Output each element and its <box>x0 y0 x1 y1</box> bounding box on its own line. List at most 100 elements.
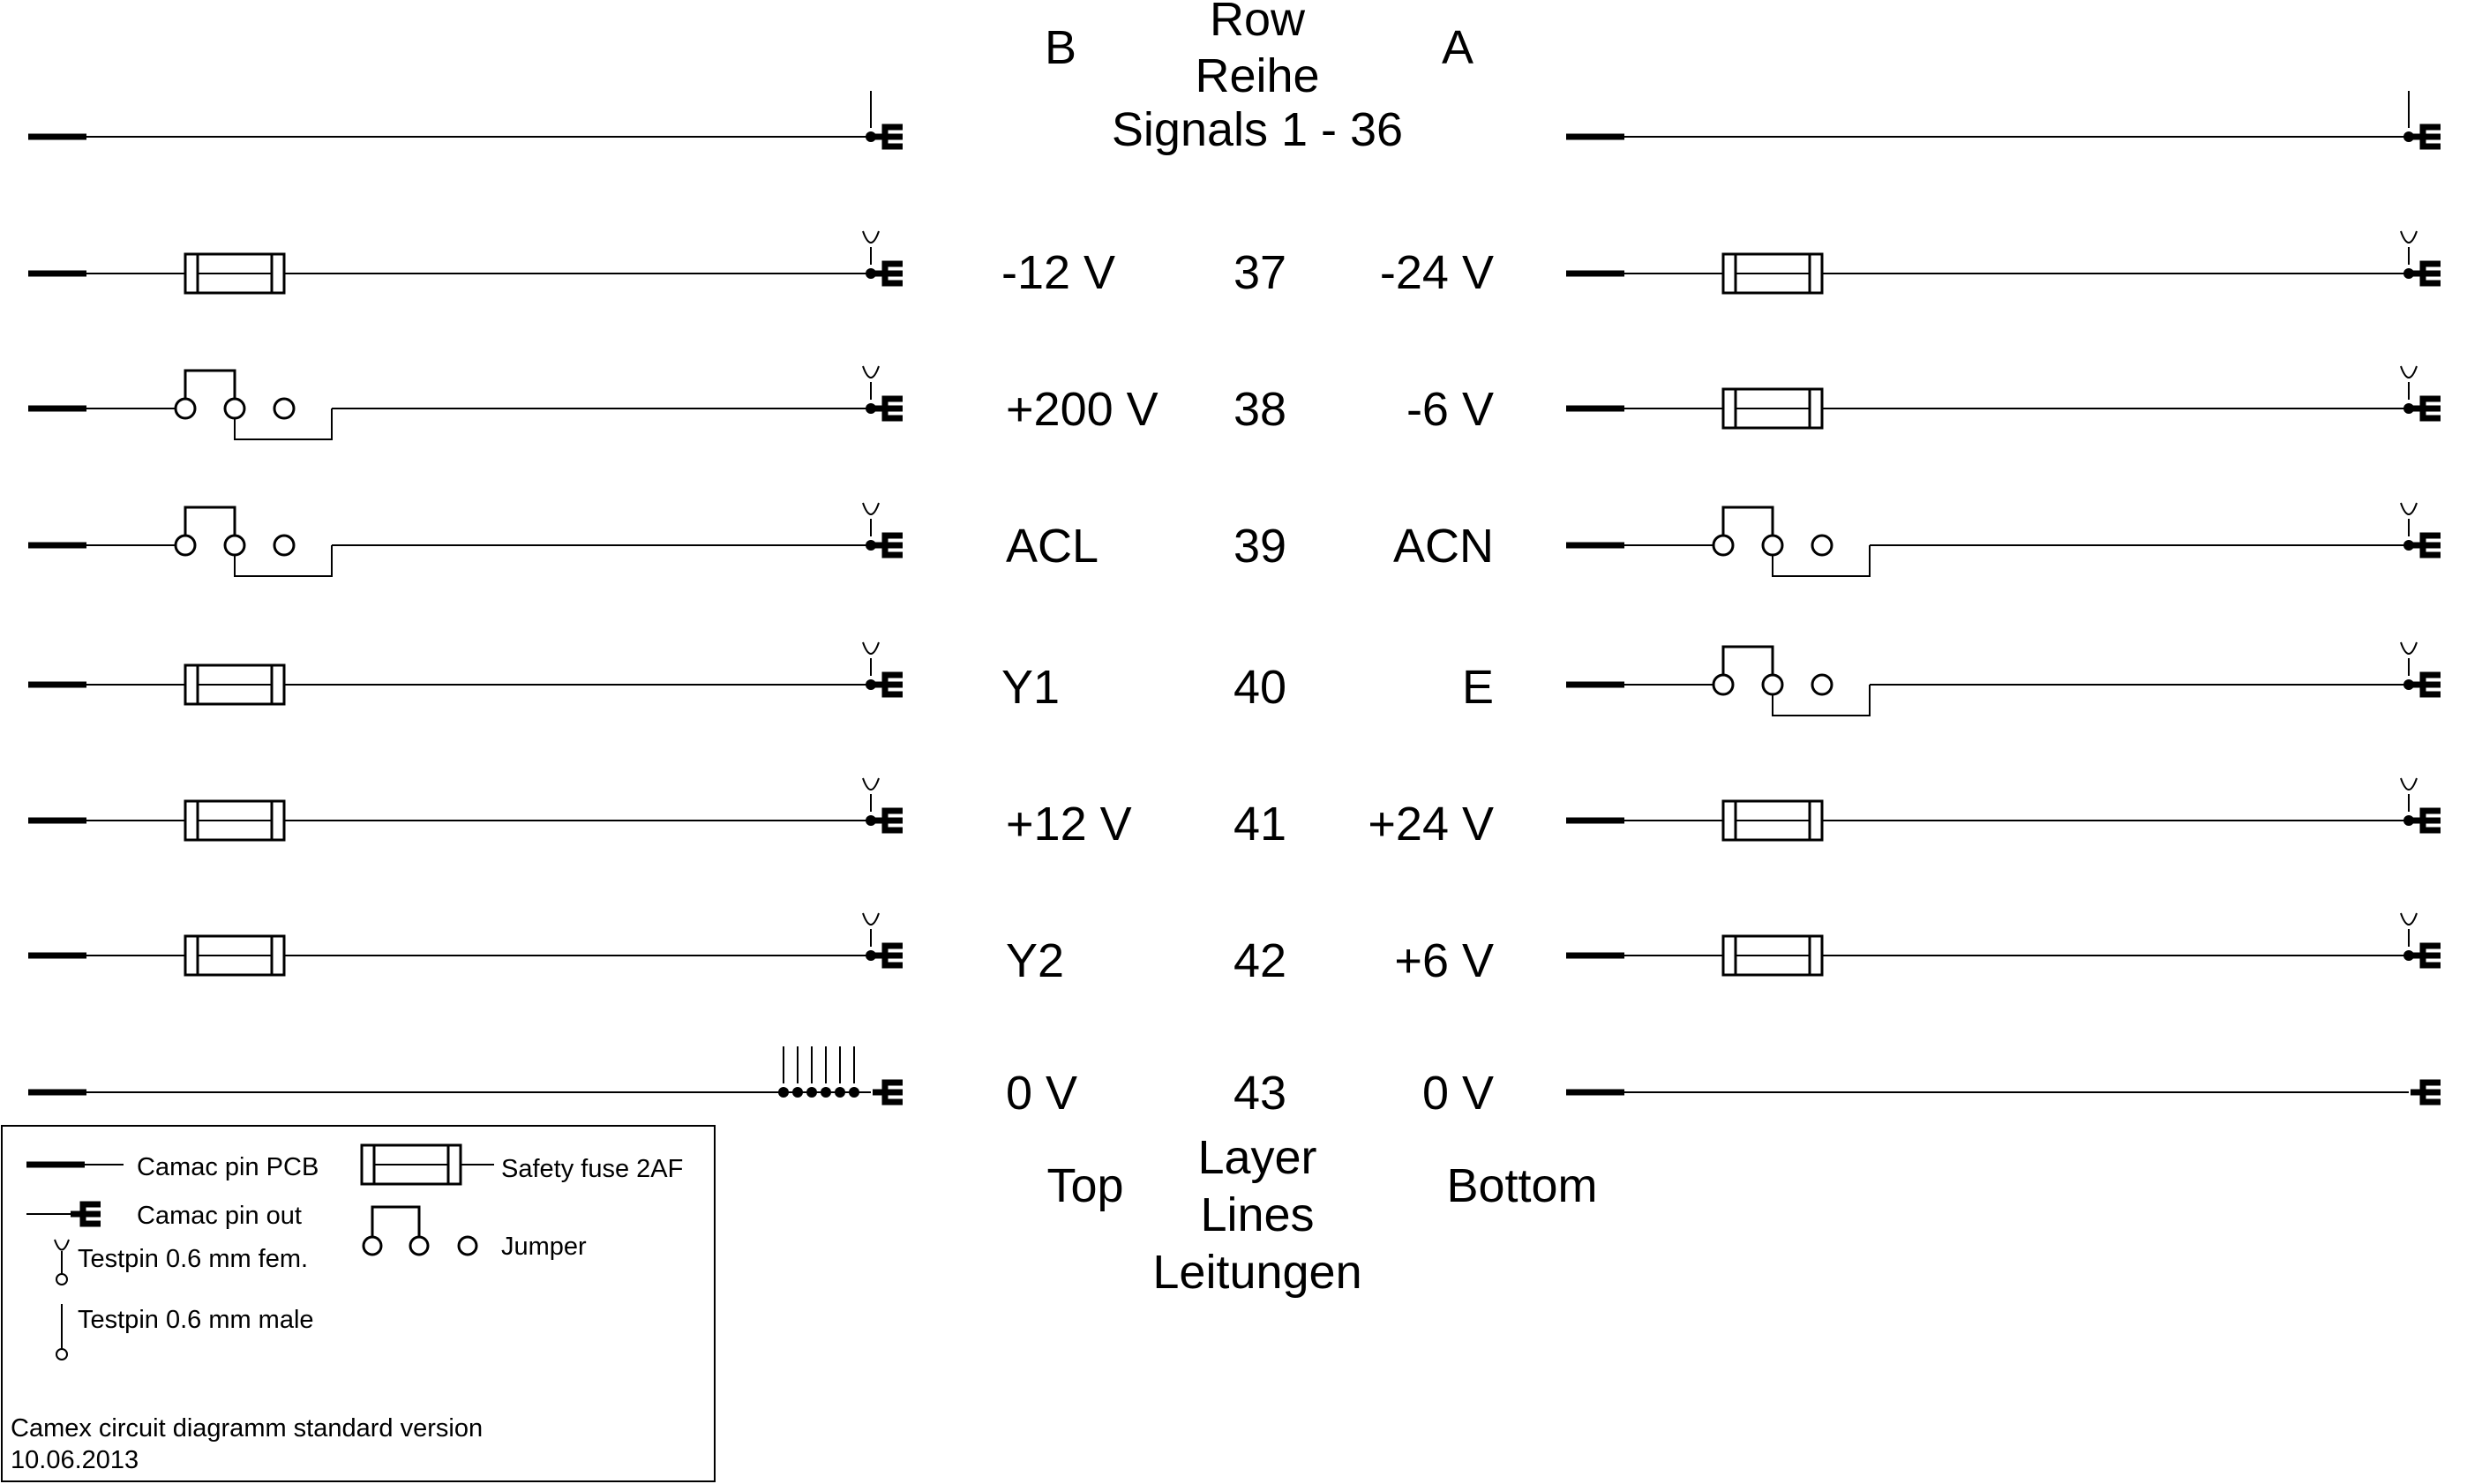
row-number: 40 <box>1234 661 1286 714</box>
camac-pin-out <box>873 671 903 698</box>
row-number: 38 <box>1234 383 1286 436</box>
row-40: Y1 40 E <box>1001 661 1494 714</box>
row-number: 42 <box>1234 934 1286 987</box>
jumper-pad <box>273 534 296 557</box>
camac-pin-out <box>2411 1079 2441 1106</box>
a-label: E <box>1462 661 1494 714</box>
camac-pin-out <box>2411 942 2441 969</box>
header-row-label: Row <box>1210 0 1306 46</box>
legend-safety-fuse: Safety fuse 2AF <box>501 1155 683 1183</box>
jumper-pad <box>362 1235 383 1256</box>
testpin-female-cup <box>862 365 880 378</box>
camac-pin-out <box>71 1201 101 1227</box>
jumper-bridge <box>184 369 236 399</box>
legend-date: 10.06.2013 <box>11 1446 139 1474</box>
camac-pin-out <box>873 124 903 150</box>
jumper-pad <box>1712 673 1735 696</box>
testpin-female-cup <box>862 912 880 926</box>
testpin-female-cup <box>2400 230 2418 244</box>
jumper-trace <box>234 408 333 440</box>
testpin-female-cup <box>2400 777 2418 791</box>
legend-camac-pcb: Camac pin PCB <box>137 1153 319 1181</box>
testpin-female-cup <box>2400 365 2418 378</box>
camac-pin-out <box>2411 260 2441 287</box>
jumper-pad <box>1761 534 1784 557</box>
jumper-bridge <box>1721 645 1774 675</box>
legend-jumper: Jumper <box>501 1233 587 1261</box>
b-label: -12 V <box>1001 246 1115 299</box>
jumper-trace <box>1772 685 1871 716</box>
header-col-a: A <box>1442 21 1473 74</box>
jumper-pad <box>223 397 246 420</box>
b-label: ACL <box>1006 520 1099 573</box>
testpin-female-cup <box>2400 641 2418 655</box>
row-43: 0 V 43 0 V <box>1006 1067 1494 1120</box>
camac-pin-out <box>2411 395 2441 422</box>
row-38: +200 V 38 -6 V <box>1006 383 1494 436</box>
row-number: 39 <box>1234 520 1286 573</box>
header-row-label-de: Reihe <box>1195 49 1319 102</box>
row-39: ACL 39 ACN <box>1006 520 1494 573</box>
row-42: Y2 42 +6 V <box>1006 934 1494 987</box>
testpin-pad <box>56 1273 68 1285</box>
legend-frame <box>1 1125 716 1482</box>
camac-pin-out <box>873 260 903 287</box>
jumper-bridge <box>1721 506 1774 536</box>
testpin-female-cup <box>2400 912 2418 926</box>
b-label: 0 V <box>1006 1067 1077 1120</box>
jumper-pad <box>409 1235 430 1256</box>
camac-pin-out <box>873 942 903 969</box>
camac-pin-out <box>2411 807 2441 834</box>
row-41: +12 V 41 +24 V <box>1006 798 1494 851</box>
camac-pin-out <box>873 395 903 422</box>
footer-top-label: Top <box>1046 1159 1123 1212</box>
camac-pin-out <box>873 532 903 558</box>
camac-pin-out <box>2411 124 2441 150</box>
jumper-pad <box>223 534 246 557</box>
footer-layer-label: Layer <box>1197 1131 1316 1184</box>
row-number: 37 <box>1234 246 1286 299</box>
jumper-bridge <box>371 1205 421 1237</box>
jumper-pad <box>457 1235 478 1256</box>
row-37: -12 V 37 -24 V <box>1001 246 1494 299</box>
row-number: 43 <box>1234 1067 1286 1120</box>
camac-pin-out <box>2411 532 2441 558</box>
jumper-pad <box>1761 673 1784 696</box>
legend-title: Camex circuit diagramm standard version <box>11 1414 483 1443</box>
a-label: +6 V <box>1394 934 1494 987</box>
testpin-female-cup <box>862 777 880 791</box>
wiring-layer <box>28 91 2441 1106</box>
jumper-trace <box>234 545 333 577</box>
b-label: Y2 <box>1006 934 1064 987</box>
camac-pin-out <box>873 807 903 834</box>
testpin-female-cup <box>862 641 880 655</box>
footer-bottom-label: Bottom <box>1446 1159 1597 1212</box>
legend-camac-out: Camac pin out <box>137 1202 302 1230</box>
legend: Camac pin PCB Safety fuse 2AF Camac pin … <box>1 1125 716 1482</box>
legend-testpin-male: Testpin 0.6 mm male <box>78 1306 314 1334</box>
a-label: ACN <box>1393 520 1494 573</box>
header-col-b: B <box>1045 21 1076 74</box>
footer-leitungen-label: Leitungen <box>1152 1246 1361 1299</box>
jumper-pad <box>1712 534 1735 557</box>
testpin-female-cup <box>862 230 880 244</box>
legend-symbols <box>26 1143 494 1360</box>
a-label: -24 V <box>1380 246 1494 299</box>
testpin-female-cup <box>862 502 880 515</box>
camac-pin-out <box>2411 671 2441 698</box>
row-number: 41 <box>1234 798 1286 851</box>
testpin-female-cup <box>2400 502 2418 515</box>
jumper-pad <box>174 397 197 420</box>
jumper-pad <box>1811 534 1833 557</box>
jumper-trace <box>1772 545 1871 577</box>
a-label: +24 V <box>1368 798 1494 851</box>
camac-pin-out <box>873 1079 903 1106</box>
header-signals-label: Signals 1 - 36 <box>1112 103 1403 156</box>
b-label: +200 V <box>1006 383 1159 436</box>
b-label: Y1 <box>1001 661 1060 714</box>
legend-testpin-fem: Testpin 0.6 mm fem. <box>78 1245 308 1273</box>
testpin-pad <box>56 1348 68 1360</box>
jumper-pad <box>273 397 296 420</box>
jumper-pad <box>174 534 197 557</box>
